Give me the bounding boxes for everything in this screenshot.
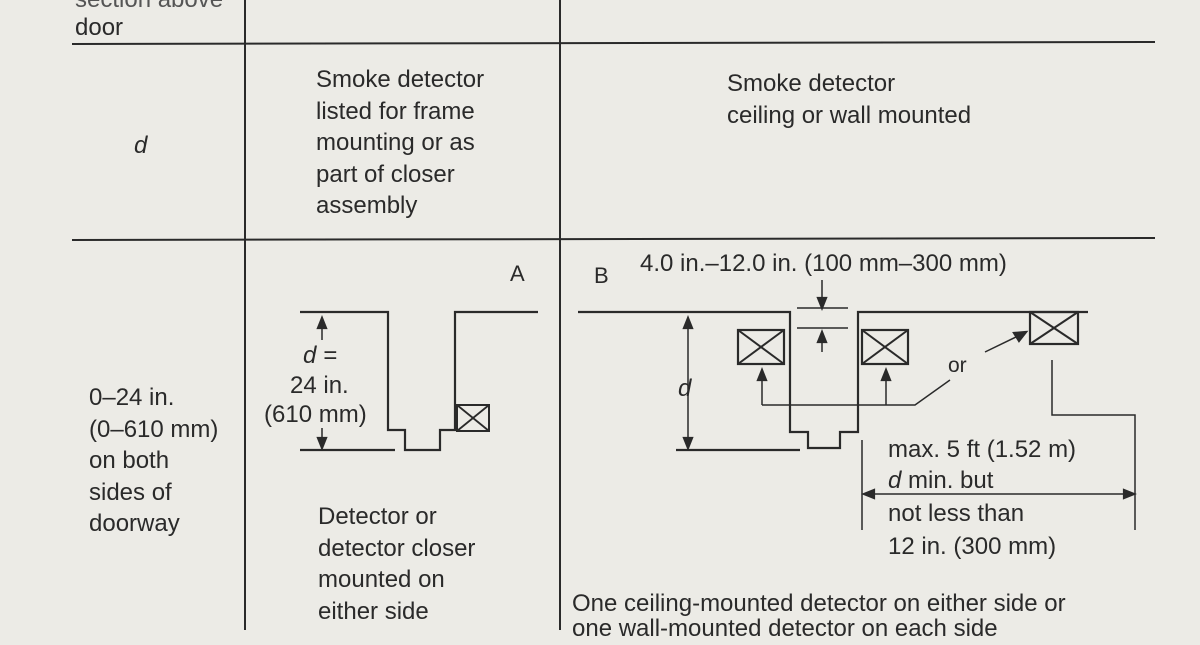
max-note-line2-rest: min. but	[901, 467, 994, 494]
figure-b-caption-line2: one wall-mounted detector on each side	[572, 615, 998, 642]
table-and-figures	[71, 0, 1156, 630]
max-note-line2: d min. but	[888, 465, 993, 497]
or-label: or	[948, 354, 967, 377]
spacing-range-text: 4.0 in.–12.0 in. (100 mm–300 mm)	[640, 250, 1007, 277]
figure-b-caption-line1: One ceiling-mounted detector on either s…	[572, 590, 1066, 617]
row1-col1-distance: 0–24 in. (0–610 mm) on both sides of doo…	[89, 384, 219, 537]
row-divider-2	[71, 237, 1156, 241]
header-col1-d: d	[134, 132, 148, 159]
arrow-down-icon	[816, 296, 828, 311]
arrow-left-icon	[861, 488, 876, 500]
detector-icon	[736, 328, 786, 366]
figure-a-label: A	[510, 261, 525, 286]
arrow-right-icon	[1122, 488, 1137, 500]
row-divider-1	[71, 41, 1156, 45]
row0-text: door	[75, 14, 124, 41]
arrow-right-icon	[1012, 330, 1029, 343]
figure-a-drawing	[300, 310, 538, 452]
max-note-line1: max. 5 ft (1.52 m)	[888, 436, 1077, 463]
max-note-line3: not less than	[888, 500, 1025, 527]
detector-icon	[860, 328, 910, 366]
arrow-down-icon	[682, 436, 694, 451]
code-table-page: section above door d Smoke detector list…	[71, 0, 1156, 642]
d-var-a: d =	[303, 342, 338, 369]
max-note-line4: 12 in. (300 mm)	[888, 533, 1057, 560]
arrow-up-icon	[816, 329, 828, 344]
door-frame-outline-a	[300, 310, 538, 452]
dimension-610-mm: (610 mm)	[264, 401, 367, 428]
header-col2: Smoke detector listed for frame mounting…	[316, 66, 485, 219]
figure-b-label: B	[594, 263, 609, 288]
d-label-b: d	[678, 375, 692, 402]
detector-icon	[1028, 310, 1080, 346]
figure-b-drawing	[578, 280, 1137, 530]
arrow-up-icon	[682, 315, 694, 330]
header-col3: Smoke detector ceiling or wall mounted	[727, 70, 972, 129]
detector-icon	[456, 404, 490, 432]
arrow-down-icon	[316, 436, 328, 451]
figure-a-caption: Detector or detector closer mounted on e…	[318, 503, 476, 625]
arrow-up-icon	[316, 315, 328, 330]
dimension-24-in: 24 in.	[290, 372, 349, 399]
row0-text-top: section above	[75, 0, 223, 16]
dimension-d-equals: d =	[303, 340, 337, 372]
door-frame-outline-b	[578, 310, 1088, 450]
d-var-b: d	[888, 467, 902, 494]
table-grid	[71, 0, 1156, 630]
